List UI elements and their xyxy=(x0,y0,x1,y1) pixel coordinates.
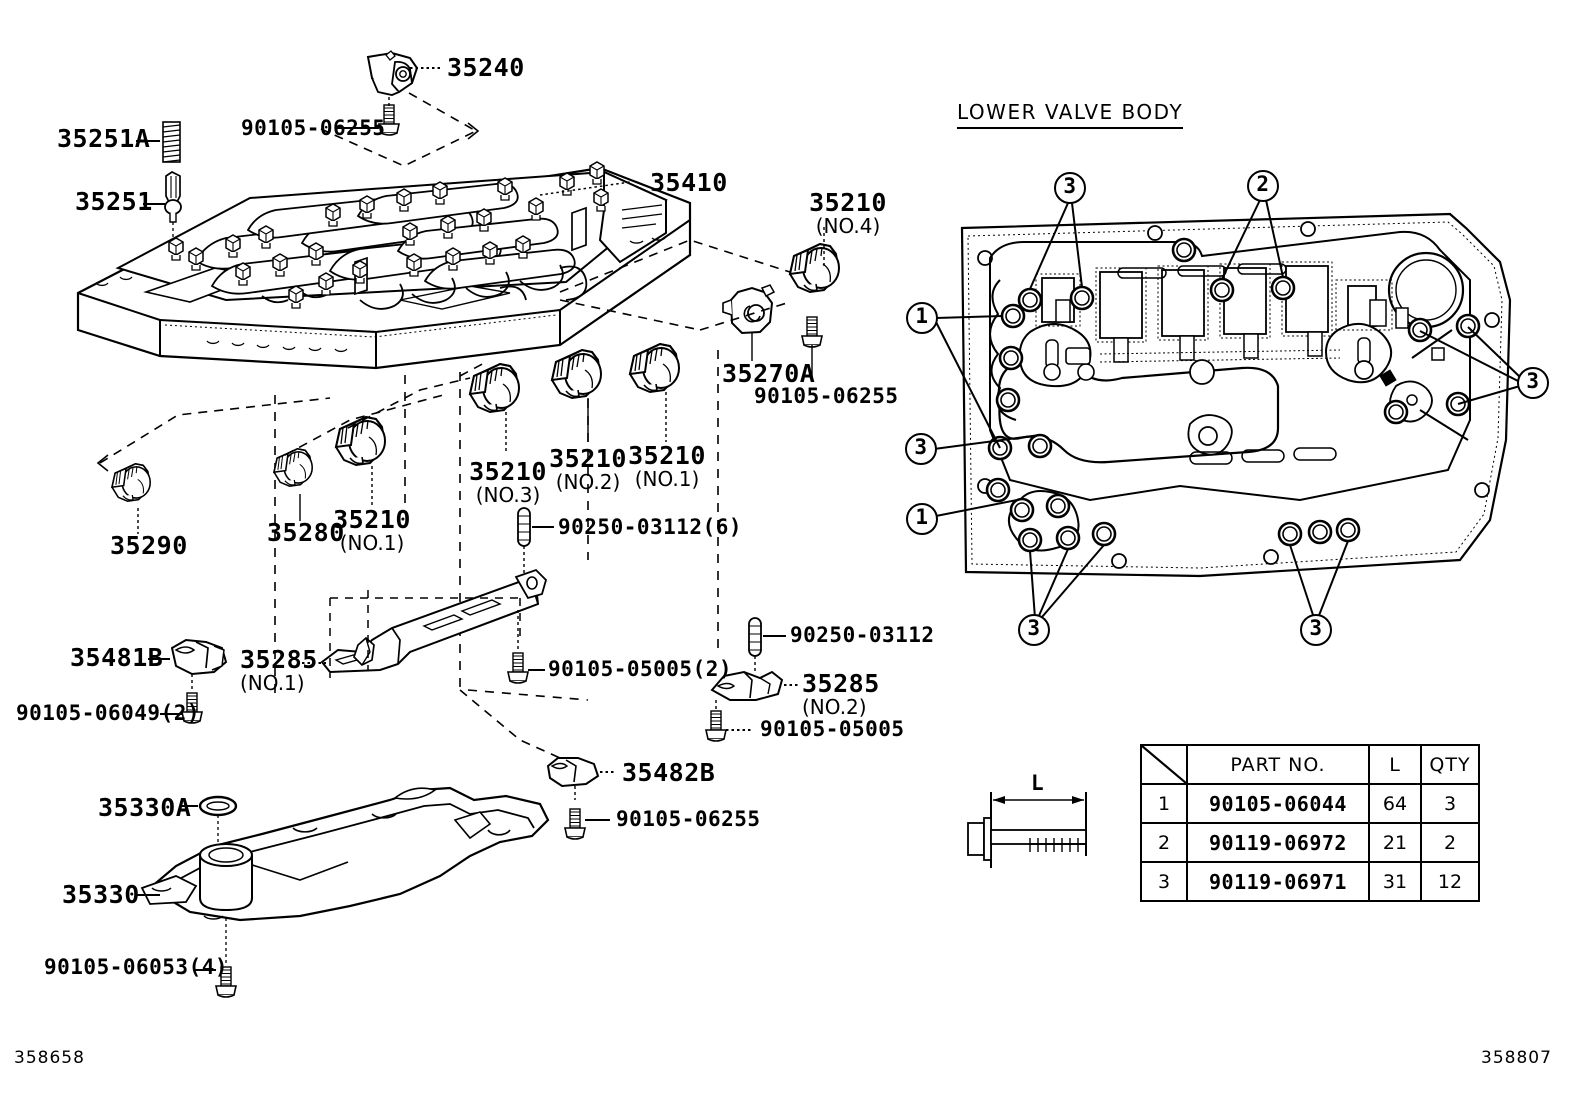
table-header-part-no: PART NO. xyxy=(1186,744,1370,785)
part-35210-no3-shape xyxy=(469,363,520,413)
table-header-qty: QTY xyxy=(1420,744,1480,785)
row-length: 31 xyxy=(1368,861,1422,902)
table-row: 3 90119-06971 31 12 xyxy=(1140,861,1480,902)
callout-90105-06255-bottom: 90105-06255 xyxy=(616,807,761,831)
table-corner-cell xyxy=(1140,744,1188,785)
row-part-no: 90105-06044 xyxy=(1186,783,1370,824)
part-35280-shape xyxy=(273,447,314,487)
callout-90250-03112-6: 90250-03112(6) xyxy=(558,515,743,539)
part-35285-no1-shape xyxy=(320,568,548,674)
part-35210-no2-shape xyxy=(551,349,602,399)
callout-35285-no1: 35285(NO.1) xyxy=(240,645,318,696)
parts-table: PART NO. L QTY 1 90105-06044 64 3 2 9011… xyxy=(1140,744,1480,902)
balloon-label-2-top-right: 2 xyxy=(1256,172,1270,196)
row-qty: 3 xyxy=(1420,783,1480,824)
lower-valve-body-heading: LOWER VALVE BODY xyxy=(957,100,1184,129)
balloon-label-3-bottom-left: 3 xyxy=(1027,616,1041,640)
row-index: 2 xyxy=(1140,822,1188,863)
callout-35240: 35240 xyxy=(447,53,525,82)
bolt-length-letter: L xyxy=(1031,771,1045,795)
balloon-label-1-left-upper: 1 xyxy=(915,304,929,328)
balloon-label-3-bottom-right: 3 xyxy=(1309,616,1323,640)
callout-35251: 35251 xyxy=(75,187,153,216)
callout-35251A: 35251A xyxy=(57,124,151,153)
part-35285-no2-shape xyxy=(710,670,784,701)
part-35481B-shape xyxy=(170,638,228,676)
part-35330-shape xyxy=(140,786,550,922)
callout-35285-no2: 35285(NO.2) xyxy=(802,669,880,720)
part-35210-no4-shape xyxy=(789,243,840,293)
callout-90250-03112: 90250-03112 xyxy=(790,623,935,647)
page-code-right: 358807 xyxy=(1481,1048,1552,1068)
bolt-90105-06255-bottom xyxy=(564,808,586,840)
part-35410-valve-body xyxy=(76,161,692,370)
diagonal-divider-icon xyxy=(1142,746,1186,783)
balloon-label-3-right: 3 xyxy=(1526,369,1540,393)
part-35251-shape xyxy=(164,171,182,223)
callout-35210-no4: 35210(NO.4) xyxy=(809,188,887,239)
callout-35482B: 35482B xyxy=(622,758,716,787)
callout-90105-05005-2: 90105-05005(2) xyxy=(548,657,733,681)
part-90250-03112-6-shape xyxy=(517,507,531,547)
callout-35410: 35410 xyxy=(650,168,728,197)
table-header-row: PART NO. L QTY xyxy=(1140,744,1480,785)
part-35240-shape xyxy=(366,50,419,96)
part-35270A-shape xyxy=(722,284,776,335)
bolt-length-dimension-drawing xyxy=(967,792,1087,868)
bolt-90105-05005-2 xyxy=(507,652,529,684)
callout-35270A: 35270A xyxy=(722,359,816,388)
part-35482B-shape xyxy=(546,757,600,788)
bolt-90105-06255-mid xyxy=(801,316,823,348)
callout-35210-no3: 35210(NO.3) xyxy=(469,457,547,508)
balloon-label-3-top-left: 3 xyxy=(1063,174,1077,198)
page-code-left: 358658 xyxy=(14,1048,85,1068)
part-35210-no1-right-shape xyxy=(629,343,680,393)
part-35251A-shape xyxy=(162,121,181,163)
part-90250-03112-shape xyxy=(748,617,762,657)
row-length: 64 xyxy=(1368,783,1422,824)
callout-90105-06053-4: 90105-06053(4) xyxy=(44,955,229,979)
balloon-label-1-left-lower: 1 xyxy=(915,505,929,529)
callout-90105-06255-mid: 90105-06255 xyxy=(754,384,899,408)
callout-90105-06049-2: 90105-06049(2) xyxy=(16,701,201,725)
callout-35330: 35330 xyxy=(62,880,140,909)
row-index: 3 xyxy=(1140,861,1188,902)
callout-35280: 35280 xyxy=(267,518,345,547)
row-part-no: 90119-06971 xyxy=(1186,861,1370,902)
row-index: 1 xyxy=(1140,783,1188,824)
callout-90105-06255-top: 90105-06255 xyxy=(241,116,386,140)
lower-valve-body-drawing xyxy=(905,170,1549,646)
callout-35210-no2: 35210(NO.2) xyxy=(549,444,627,495)
callout-35290: 35290 xyxy=(110,531,188,560)
row-qty: 12 xyxy=(1420,861,1480,902)
table-row: 2 90119-06972 21 2 xyxy=(1140,822,1480,863)
callout-35210-no1-right: 35210(NO.1) xyxy=(628,441,706,492)
callout-90105-05005: 90105-05005 xyxy=(760,717,905,741)
bolt-90105-05005 xyxy=(705,710,727,742)
row-length: 21 xyxy=(1368,822,1422,863)
table-row: 1 90105-06044 64 3 xyxy=(1140,783,1480,824)
table-header-l: L xyxy=(1368,744,1422,785)
balloon-markers xyxy=(905,170,1549,646)
callout-35481B: 35481B xyxy=(70,643,164,672)
row-part-no: 90119-06972 xyxy=(1186,822,1370,863)
callout-35210-no1-left: 35210(NO.1) xyxy=(333,505,411,556)
part-35330A-shape xyxy=(198,795,238,817)
callout-35330A: 35330A xyxy=(98,793,192,822)
row-qty: 2 xyxy=(1420,822,1480,863)
part-35290-shape xyxy=(111,462,152,502)
balloon-label-3-left-mid: 3 xyxy=(914,435,928,459)
